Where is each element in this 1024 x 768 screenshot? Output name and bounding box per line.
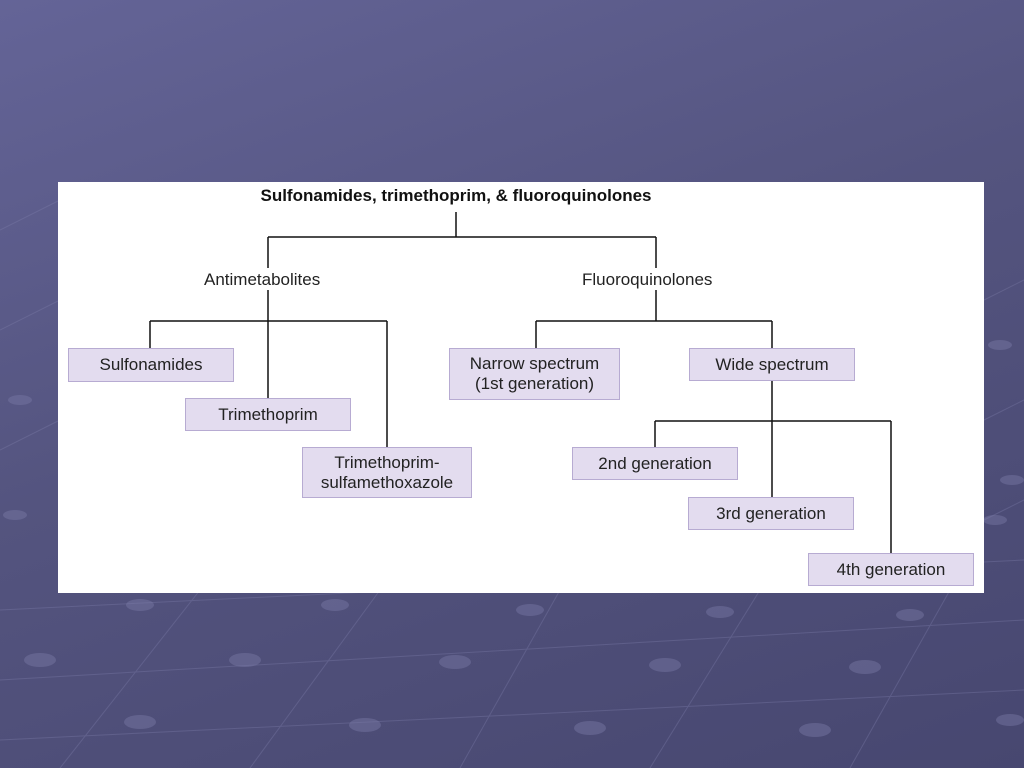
diagram-title: Sulfonamides, trimethoprim, & fluoroquin… xyxy=(260,186,652,205)
node-wide-spectrum: Wide spectrum xyxy=(689,348,855,381)
node-trimethoprim-sulfamethoxazole: Trimethoprim- sulfamethoxazole xyxy=(302,447,472,498)
group-label-antimetabolites: Antimetabolites xyxy=(204,270,321,289)
node-sulfonamides: Sulfonamides xyxy=(68,348,234,382)
node-3rd-generation: 3rd generation xyxy=(688,497,854,530)
node-4th-generation: 4th generation xyxy=(808,553,974,586)
node-trimethoprim: Trimethoprim xyxy=(185,398,351,431)
group-label-fluoroquinolones: Fluoroquinolones xyxy=(582,270,713,289)
node-2nd-generation: 2nd generation xyxy=(572,447,738,480)
node-narrow-spectrum: Narrow spectrum (1st generation) xyxy=(449,348,620,400)
